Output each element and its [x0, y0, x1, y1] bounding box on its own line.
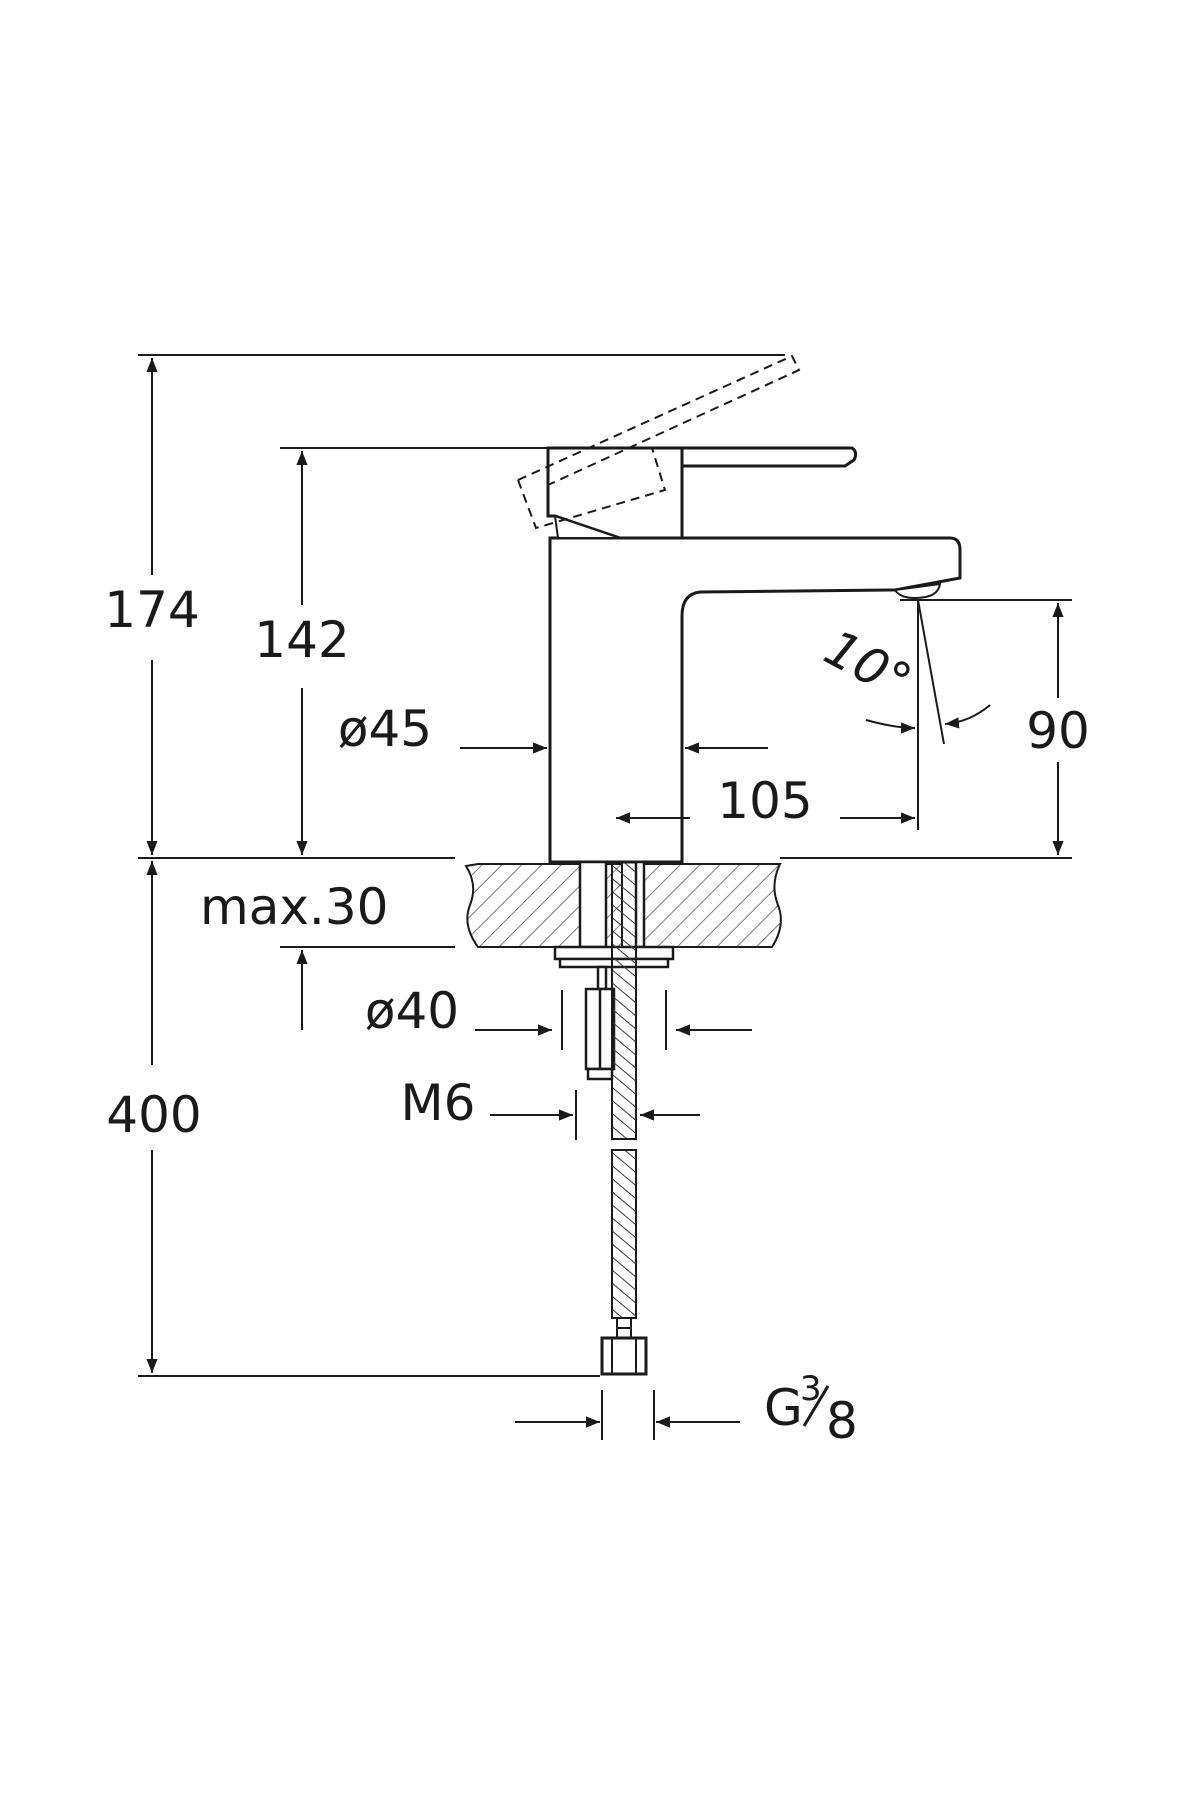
- extension-lines: [138, 354, 1072, 1377]
- label-spout-angle: 10°: [815, 619, 920, 712]
- label-connection-numerator: 3: [800, 1369, 822, 1409]
- dimension-hole-diameter: [475, 990, 752, 1050]
- label-connection-base: G: [764, 1379, 803, 1437]
- label-hole-diameter: ø40: [365, 982, 459, 1040]
- label-body-diameter: ø45: [338, 700, 432, 758]
- spout-angle: [865, 599, 991, 745]
- label-height-total: 174: [104, 581, 199, 639]
- handle-open-position: [517, 354, 801, 530]
- dimension-connection-thread: [515, 1390, 740, 1440]
- label-reach: 105: [717, 772, 812, 830]
- label-hose-length: 400: [106, 1086, 201, 1144]
- dimension-stud-thread: [490, 1090, 700, 1140]
- supply-hose: [600, 861, 648, 1376]
- label-connection-denominator: 8: [826, 1392, 858, 1450]
- label-height-body: 142: [254, 611, 349, 669]
- label-spout-height: 90: [1026, 702, 1090, 760]
- label-connection-thread: G 3 8: [764, 1369, 858, 1450]
- label-stud-thread: M6: [401, 1074, 476, 1132]
- label-deck-thickness: max.30: [200, 878, 388, 936]
